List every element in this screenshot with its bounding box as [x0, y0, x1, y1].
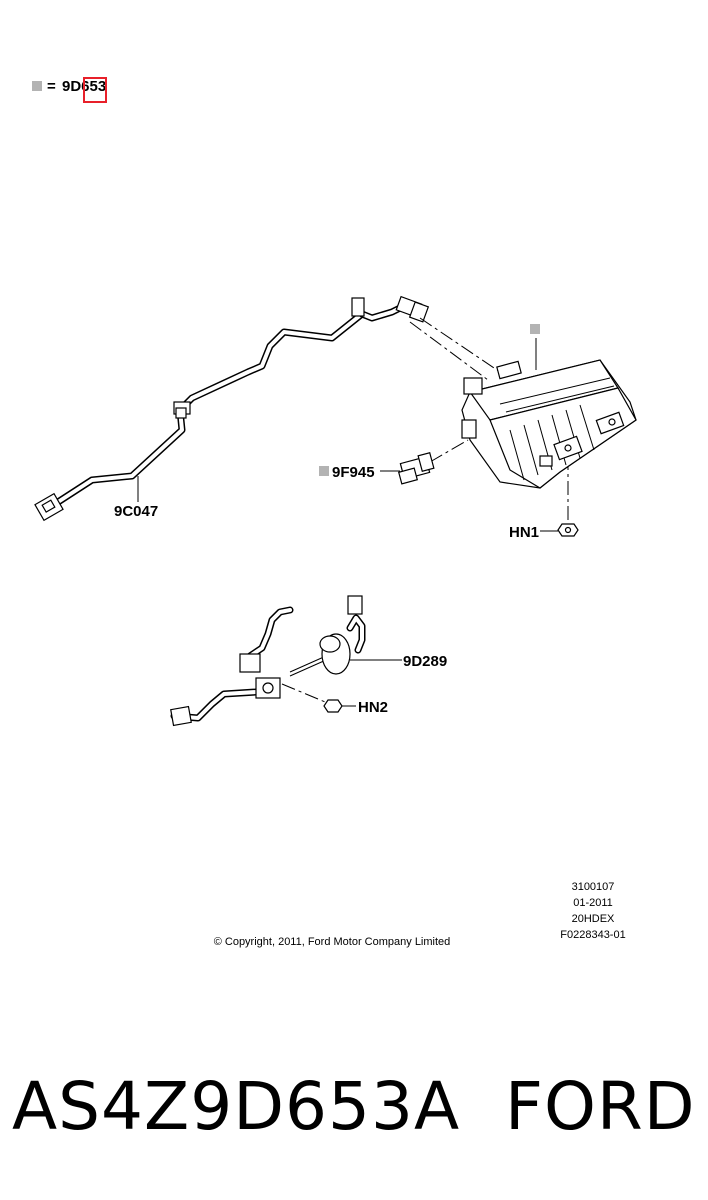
hose-assembly-9c047: 9C047	[34, 295, 430, 522]
part-number: AS4Z9D653A	[12, 1068, 461, 1145]
hose-clip-icon	[173, 401, 191, 419]
stamp-line-1: 3100107	[572, 881, 615, 893]
parts-diagram: = 9D653 9C047	[32, 77, 637, 948]
callout-hn2: HN2	[358, 699, 388, 716]
legend: = 9D653	[32, 77, 107, 103]
assembly-line-filter-nut	[281, 683, 331, 705]
part-banner: AS4Z9D653A FORD	[0, 1062, 708, 1152]
stamp-line-4: F0228343-01	[560, 929, 625, 941]
filter-assembly-9d289: 9D289	[170, 595, 447, 727]
assembly-line-hose-2	[409, 321, 489, 381]
legend-swatch	[32, 81, 42, 91]
callout-9c047: 9C047	[114, 503, 158, 520]
evap-canister	[461, 324, 637, 489]
assembly-line-hose	[419, 317, 501, 373]
hose-end-connector-icon	[34, 492, 64, 522]
drawing-stamp: 3100107 01-2011 20HDEX F0228343-01	[560, 881, 625, 941]
purge-valve-9f945: 9F945	[319, 451, 435, 485]
copyright-notice: © Copyright, 2011, Ford Motor Company Li…	[214, 936, 451, 948]
nut-hn1: HN1	[509, 523, 579, 541]
callout-9d289: 9D289	[403, 653, 447, 670]
hose-top-connector-icon	[351, 295, 430, 323]
assembly-line-valve	[429, 439, 469, 463]
stamp-line-2: 01-2011	[573, 897, 613, 909]
canister-legend-marker	[530, 324, 540, 334]
callout-hn1: HN1	[509, 524, 539, 541]
legend-equals: =	[47, 78, 56, 95]
callout-9f945: 9F945	[332, 464, 375, 481]
stamp-line-3: 20HDEX	[572, 913, 615, 925]
valve-legend-marker	[319, 466, 329, 476]
highlight-box[interactable]	[83, 77, 107, 103]
brand-name: FORD	[505, 1068, 696, 1145]
nut-hn2: HN2	[323, 699, 388, 716]
